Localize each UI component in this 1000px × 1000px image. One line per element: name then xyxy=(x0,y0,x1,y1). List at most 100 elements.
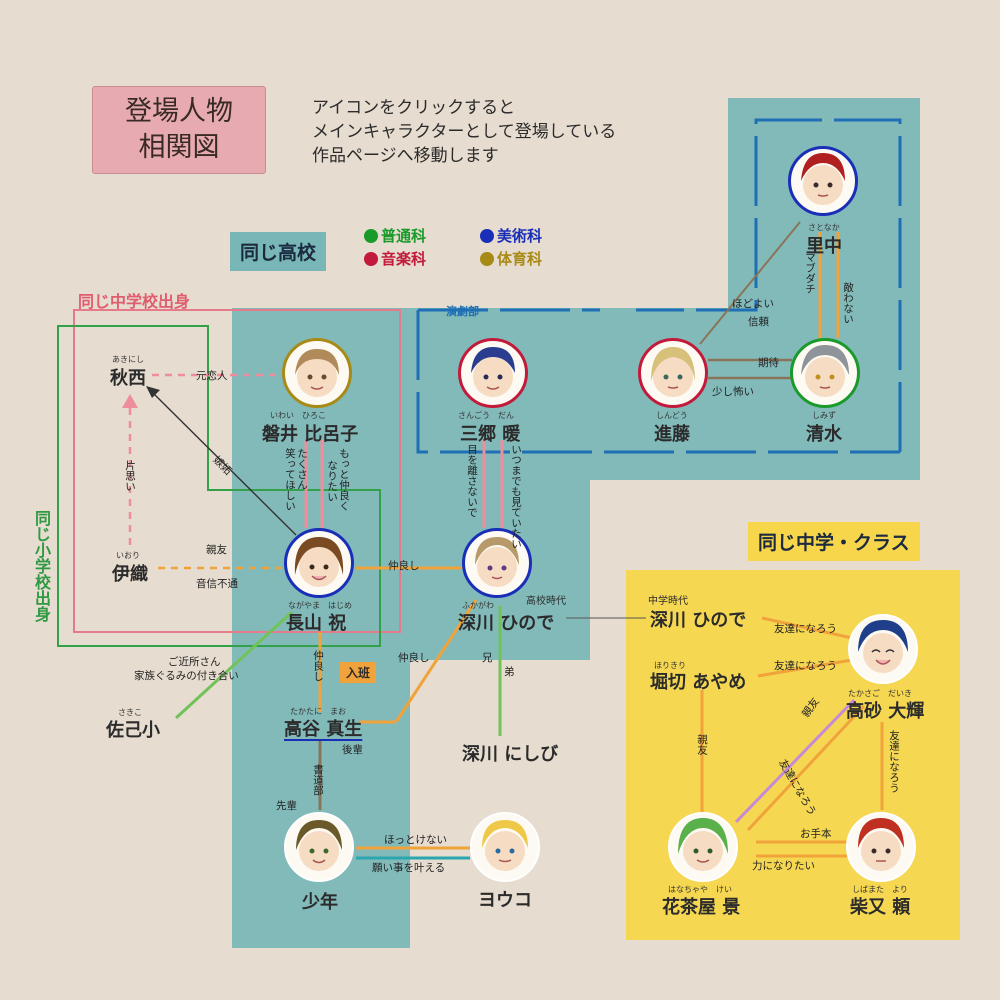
hanachaya-avatar-icon[interactable] xyxy=(668,812,738,882)
relation-gokinjo: ご近所さん xyxy=(168,656,221,668)
middle-school-frame xyxy=(73,309,401,633)
youko-avatar-icon[interactable] xyxy=(470,812,540,882)
intro-line-2: メインキャラクターとして登場している xyxy=(312,122,617,142)
iwai-ruby: いわい ひろこ xyxy=(270,411,326,420)
intro-line-3: 作品ページへ移動します xyxy=(312,146,499,166)
legend-dot xyxy=(364,229,378,243)
takasago-avatar-icon[interactable] xyxy=(848,614,918,684)
shonen-portrait xyxy=(296,820,342,871)
same-middle-school-label: 同じ中学校出身 xyxy=(78,292,191,311)
relation-kohai: 後輩 xyxy=(342,744,363,756)
relation-waratte-hoshii: 笑ってほしい xyxy=(284,448,296,511)
relation-naritai: なりたい xyxy=(326,460,338,502)
relation-keiwanai: 敵わない xyxy=(842,282,854,324)
legend-dot xyxy=(364,252,378,266)
fukagawa-hinode-ruby: ふかがわ xyxy=(462,601,494,610)
relation-negai: 願い事を叶える xyxy=(372,862,446,874)
same-elementary-label: 同じ小学校出身 xyxy=(32,510,51,622)
satonaka-avatar-icon[interactable] xyxy=(788,146,858,216)
sango-portrait xyxy=(471,347,515,397)
elementary-frame xyxy=(57,325,381,647)
nagayama-ruby: ながやま はじめ xyxy=(288,601,352,610)
relation-otehon: お手本 xyxy=(800,828,832,840)
legend-music: 音楽科 xyxy=(364,248,426,269)
relation-shinyu: 親友 xyxy=(206,544,227,556)
sakiko-ruby: さきこ xyxy=(118,708,142,717)
relation-kazoku: 家族ぐるみの付き合い xyxy=(134,670,239,682)
legend-dot xyxy=(480,229,494,243)
legend-dot xyxy=(480,252,494,266)
shindo-portrait xyxy=(651,347,695,397)
relation-shodobu: 書道部 xyxy=(312,764,324,796)
middle-school-era-label: 中学時代 xyxy=(648,596,688,607)
legend-general: 普通科 xyxy=(364,225,426,246)
horikiri-ruby: ほりきり xyxy=(654,661,686,670)
akinishi-name: 秋西 xyxy=(110,368,146,389)
relation-shinyu-2: 親友 xyxy=(696,734,708,755)
drama-club-frame xyxy=(416,118,902,454)
relation-hodoyoi: ほどよい xyxy=(732,298,774,310)
shonen-avatar-icon[interactable] xyxy=(284,812,354,882)
shindo-avatar-icon[interactable] xyxy=(638,338,708,408)
satonaka-ruby: さとなか xyxy=(808,223,840,232)
satonaka-portrait xyxy=(801,153,845,205)
same-high-school-label: 同じ高校 xyxy=(230,232,327,271)
relation-otouto: 弟 xyxy=(504,666,515,678)
relation-senpai: 先輩 xyxy=(276,800,297,812)
relation-kitai: 期待 xyxy=(758,357,779,369)
iwai-avatar-icon[interactable] xyxy=(282,338,352,408)
hanachaya-portrait xyxy=(678,818,728,871)
shimizu-name: 清水 xyxy=(806,424,842,445)
fukagawa-portrait xyxy=(475,537,519,587)
fukagawa-hinode-mid-name: 深川 ひので xyxy=(650,610,747,631)
iwai-name: 磐井 比呂子 xyxy=(262,424,359,445)
fukagawa-hinode-avatar-icon[interactable] xyxy=(462,528,532,598)
high-school-era-label: 高校時代 xyxy=(526,596,566,607)
relation-nakayoshi-2: 仲良し xyxy=(312,650,324,682)
nagayama-portrait xyxy=(294,537,344,587)
satonaka-name: 里中 xyxy=(806,236,842,257)
title-line-1: 登場人物 xyxy=(125,96,233,127)
legend-art: 美術科 xyxy=(480,225,542,246)
hanachaya-name: 花茶屋 景 xyxy=(662,897,741,918)
nagayama-avatar-icon[interactable] xyxy=(284,528,354,598)
youko-name: ヨウコ xyxy=(478,890,532,911)
iwai-portrait xyxy=(295,349,339,397)
relation-hottokenai: ほっとけない xyxy=(384,834,447,846)
legend-sports: 体育科 xyxy=(480,248,542,269)
iori-name: 伊織 xyxy=(112,564,148,585)
shibamata-ruby: しばまた より xyxy=(852,885,908,894)
diagram-title: 登場人物 相関図 xyxy=(92,86,266,174)
youko-portrait xyxy=(482,820,528,871)
sakiko-name: 佐己小 xyxy=(106,720,160,741)
takaya-ruby: たかたに まお xyxy=(290,707,346,716)
drama-club-label: 演劇部 xyxy=(446,305,479,318)
fukagawa-hinode-name: 深川 ひので xyxy=(458,613,555,634)
intro-text: アイコンをクリックすると メインキャラクターとして登場している 作品ページへ移動… xyxy=(312,96,616,168)
takasago-portrait xyxy=(858,620,908,673)
relation-madachi: マブダチ xyxy=(804,252,816,294)
shindo-ruby: しんどう xyxy=(656,411,688,420)
relation-tomodachi-1: 友達になろう xyxy=(774,623,837,635)
sango-ruby: さんごう だん xyxy=(458,411,514,420)
relation-me-wo-hanasanaide: 目を離さないで xyxy=(466,444,478,518)
iori-ruby: いおり xyxy=(116,551,140,560)
sango-avatar-icon[interactable] xyxy=(458,338,528,408)
shonen-name: 少年 xyxy=(302,892,338,913)
akinishi-ruby: あきにし xyxy=(112,355,144,364)
shibamata-avatar-icon[interactable] xyxy=(846,812,916,882)
shibamata-portrait xyxy=(858,818,904,871)
shimizu-avatar-icon[interactable] xyxy=(790,338,860,408)
relation-motto-nakayoku: もっと仲良く xyxy=(338,448,350,511)
takasago-name: 高砂 大輝 xyxy=(846,701,925,722)
takasago-ruby: たかさご だいき xyxy=(848,689,912,698)
relation-sukoshi-kowai: 少し怖い xyxy=(712,386,754,398)
relation-ani: 兄 xyxy=(482,652,493,664)
horikiri-name: 堀切 あやめ xyxy=(650,672,747,693)
relation-nyuhan-badge: 入班 xyxy=(340,662,377,683)
sango-name: 三郷 暖 xyxy=(460,424,521,445)
nagayama-name: 長山 祝 xyxy=(286,613,347,634)
title-line-2: 相関図 xyxy=(138,132,220,163)
relation-chikara: 力になりたい xyxy=(752,860,815,872)
